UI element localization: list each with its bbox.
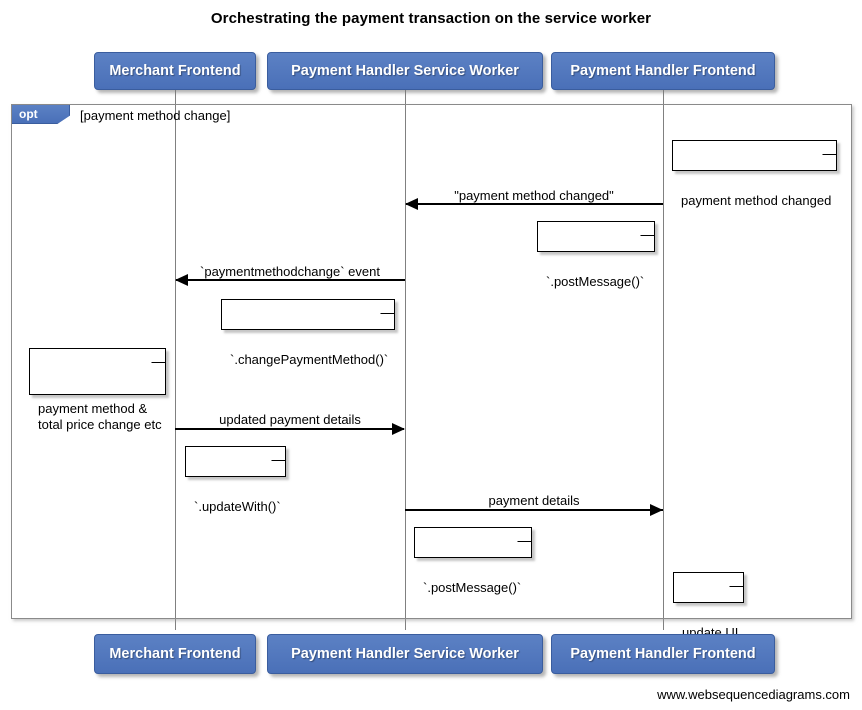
note-fold-corner-icon [380, 299, 395, 314]
arrowhead-right-updated-payment-details [392, 423, 405, 435]
note-update-ui: update UI [673, 572, 744, 640]
message-label-payment-method-changed: "payment method changed" [454, 188, 614, 203]
opt-fragment-tag: opt [12, 105, 70, 124]
note-fold-corner-icon [151, 348, 166, 363]
participant-payment-handler-frontend-bottom[interactable]: Payment Handler Frontend [551, 634, 775, 674]
arrowhead-right-payment-details [650, 504, 663, 516]
message-line-updated-payment-details [175, 428, 404, 430]
message-label-payment-details: payment details [488, 493, 580, 508]
message-line-payment-method-changed [406, 203, 663, 205]
note-post-message-1: `.postMessage()` [537, 221, 655, 289]
opt-fragment-guard: [payment method change] [80, 108, 231, 123]
participant-payment-handler-service-worker-top[interactable]: Payment Handler Service Worker [267, 52, 543, 90]
note-update-with: `.updateWith()` [185, 446, 286, 514]
page-title: Orchestrating the payment transaction on… [210, 10, 652, 27]
participant-label: Payment Handler Service Worker [291, 63, 519, 79]
participant-label: Merchant Frontend [109, 63, 241, 79]
note-fold-corner-icon [640, 221, 655, 236]
note-payment-method-changed: payment method changed [672, 140, 837, 208]
participant-merchant-frontend-top[interactable]: Merchant Frontend [94, 52, 256, 90]
lifeline-payment-handler-service-worker [405, 90, 406, 630]
message-label-updated-payment-details: updated payment details [219, 412, 361, 427]
message-line-paymentmethodchange-event [176, 279, 405, 281]
participant-payment-handler-service-worker-bottom[interactable]: Payment Handler Service Worker [267, 634, 543, 674]
participant-label: Payment Handler Service Worker [291, 646, 519, 662]
note-fold-corner-icon [729, 572, 744, 587]
note-payment-method-total-price: payment method & total price change etc [29, 348, 166, 432]
arrowhead-left-paymentmethodchange-event [175, 274, 188, 286]
footer-watermark: www.websequencediagrams.com [657, 687, 850, 702]
participant-merchant-frontend-bottom[interactable]: Merchant Frontend [94, 634, 256, 674]
arrowhead-left-payment-method-changed [405, 198, 418, 210]
note-post-message-2: `.postMessage()` [414, 527, 532, 595]
note-fold-corner-icon [271, 446, 286, 461]
message-label-paymentmethodchange-event: `paymentmethodchange` event [200, 264, 380, 279]
participant-label: Merchant Frontend [109, 646, 241, 662]
note-change-payment-method: `.changePaymentMethod()` [221, 299, 395, 367]
participant-label: Payment Handler Frontend [570, 646, 756, 662]
participant-label: Payment Handler Frontend [570, 63, 756, 79]
lifeline-payment-handler-frontend [663, 90, 664, 630]
note-fold-corner-icon [822, 140, 837, 155]
message-line-payment-details [405, 509, 663, 511]
participant-payment-handler-frontend-top[interactable]: Payment Handler Frontend [551, 52, 775, 90]
opt-fragment-frame [11, 104, 852, 619]
lifeline-merchant-frontend [175, 90, 176, 630]
note-fold-corner-icon [517, 527, 532, 542]
